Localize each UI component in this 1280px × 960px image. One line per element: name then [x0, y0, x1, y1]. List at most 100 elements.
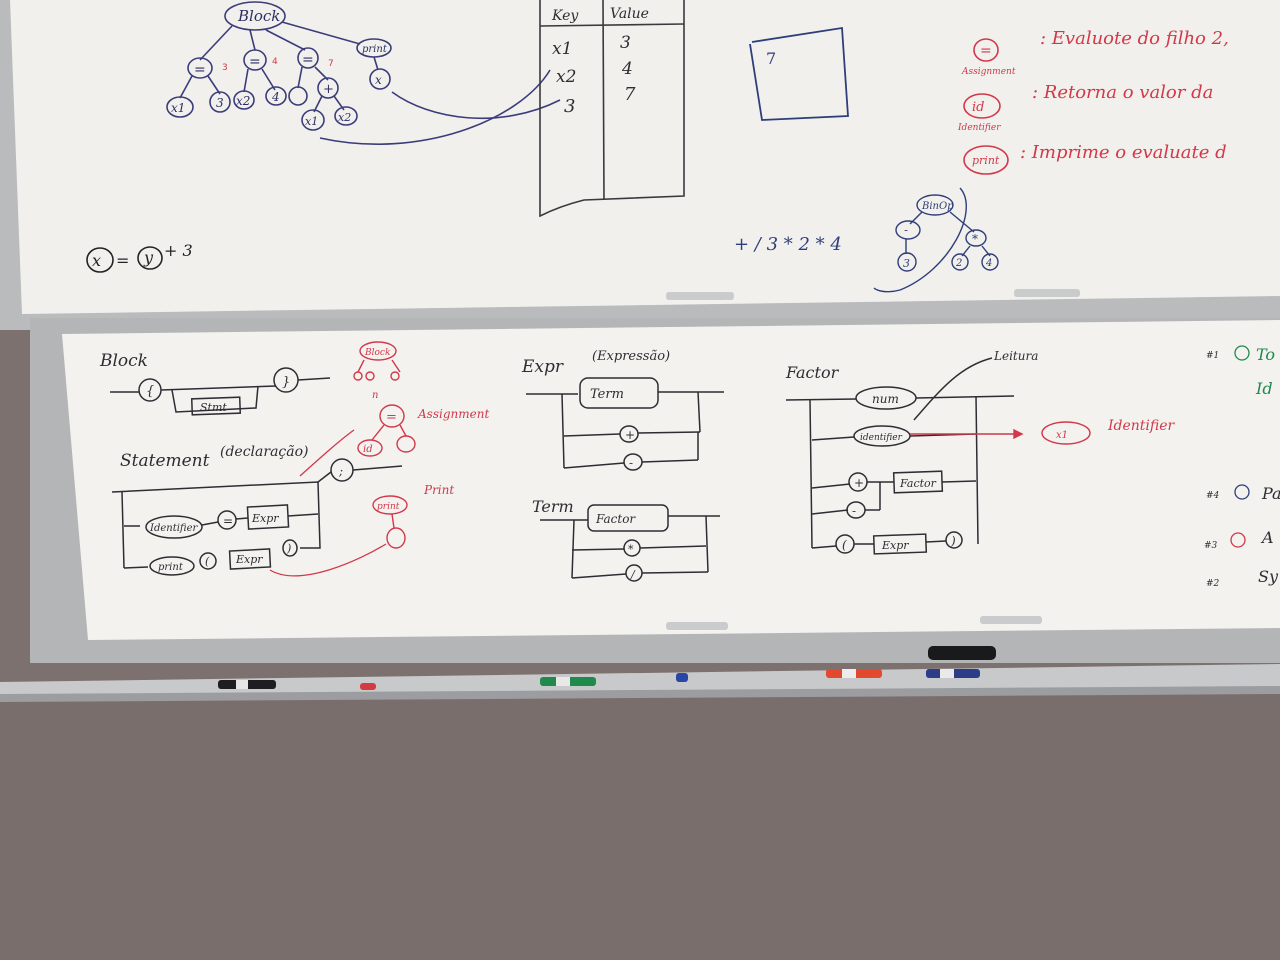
binop-minus: -	[904, 223, 908, 237]
assign-tree-id: id	[363, 444, 373, 455]
lower-board-handle-left	[666, 622, 728, 630]
expr-note: (Expressão)	[592, 349, 670, 364]
legend-caption-assign: Assignment	[961, 67, 1016, 77]
right-edge-text-4: A	[1260, 528, 1274, 547]
statement-expr-a: Expr	[251, 512, 279, 525]
marker-black[interactable]	[218, 680, 276, 689]
assign-tree-block: Block	[364, 348, 390, 358]
table-header-key: Key	[551, 8, 579, 24]
expr-title: Expr	[521, 357, 564, 377]
right-edge-num-4: #3	[1204, 541, 1218, 551]
prefix-expression: + / 3 * 2 * 4	[734, 234, 842, 255]
table-value-2: 4	[621, 59, 633, 79]
marker-blue[interactable]	[926, 669, 980, 678]
statement-rparen: )	[286, 542, 291, 555]
equation-left: x	[92, 251, 101, 270]
table-value-1: 3	[620, 33, 631, 53]
marker-orange[interactable]	[826, 669, 882, 678]
statement-lparen: (	[205, 555, 210, 568]
binop-times: *	[972, 232, 978, 246]
tree-root-label: Block	[237, 7, 280, 25]
binop-tree: BinOp - * 3 2 4	[873, 187, 999, 293]
marker-blue-cap[interactable]	[676, 673, 688, 682]
print-tree: print Print	[372, 483, 454, 549]
eraser[interactable]	[928, 646, 996, 660]
lower-board	[30, 318, 1280, 663]
equation-equals: =	[116, 251, 129, 270]
factor-diagram: Factor num identifier + - Factor ( Expr …	[785, 349, 1038, 555]
statement-identifier: Identifier	[149, 523, 199, 534]
marker-red-cap[interactable]	[360, 683, 376, 690]
factor-num: num	[872, 392, 899, 406]
tree-side-number-4: 4	[272, 57, 278, 67]
node-legend: = Assignment : Evaluote do filho 2, id I…	[957, 28, 1229, 175]
tree-side-number-7: 7	[328, 59, 334, 69]
equation-rest: + 3	[164, 241, 193, 260]
legend-caption-id: Identifier	[957, 123, 1001, 133]
expr-diagram: Expr (Expressão) Term + -	[521, 349, 724, 471]
term-factor: Factor	[595, 512, 636, 526]
factor-red-annotation: x1 Identifier	[910, 418, 1176, 445]
symbol-table-text: Key Value x1 3 x2 4 3 7	[551, 6, 649, 117]
block-title: Block	[99, 351, 148, 371]
right-edge-text-3: Pa	[1261, 484, 1280, 503]
lower-board-handle-right	[980, 616, 1042, 624]
statement-title: Statement	[120, 451, 210, 471]
right-edge-text-2: Id	[1255, 379, 1273, 398]
lower-board-surface	[62, 320, 1280, 640]
symbol-table	[539, 0, 685, 218]
legend-text-id: : Retorna o valor da	[1032, 82, 1213, 103]
right-edge-list: #1 To Id #4 Pa #3 A #2 Sy	[1204, 345, 1280, 589]
tray-lip	[0, 686, 1280, 702]
marker-green[interactable]	[540, 677, 596, 686]
statement-red-curve-2	[299, 429, 355, 477]
assign-tree-assign: =	[386, 410, 397, 425]
tree-leaf-x1-a: x1	[171, 101, 185, 115]
marker-tray	[0, 646, 1280, 702]
legend-text-print: : Imprime o evaluate d	[1020, 142, 1227, 163]
table-key-2: x2	[556, 67, 576, 87]
binop-leaf-4: 4	[985, 258, 992, 269]
factor-title: Factor	[785, 363, 840, 382]
factor-expr: Expr	[881, 539, 909, 552]
block-stmt: Stmt	[200, 401, 227, 414]
tree-arrow-from-print	[391, 91, 561, 120]
statement-assign: =	[223, 514, 233, 528]
print-tree-node: print	[377, 502, 400, 512]
upper-board	[0, 0, 1280, 330]
factor-identifier: identifier	[860, 433, 903, 443]
expr-plus: +	[625, 428, 635, 442]
factor-leitura: Leitura	[993, 349, 1038, 363]
statement-note: (declaração)	[220, 444, 309, 460]
block-diagram: Block { Stmt }	[99, 351, 331, 416]
factor-factor: Factor	[899, 477, 937, 490]
table-key-1: x1	[552, 39, 572, 59]
block-close-brace: }	[282, 375, 290, 390]
assign-tree-label: Assignment	[417, 407, 489, 421]
factor-lparen: (	[842, 538, 847, 552]
upper-board-handle-right	[1014, 289, 1080, 297]
term-div: /	[630, 568, 636, 581]
expr-minus: -	[629, 456, 633, 470]
legend-text-assign: : Evaluote do filho 2,	[1040, 28, 1229, 49]
factor-plus: +	[854, 476, 864, 490]
tree-arrow-to-table	[319, 69, 551, 145]
assign-tree-n: n	[372, 390, 378, 401]
factor-x1: x1	[1056, 430, 1068, 441]
factor-rparen: )	[950, 534, 956, 548]
term-diagram: Term Factor * /	[532, 497, 720, 582]
table-key-3: 3	[564, 96, 575, 117]
tree-assign-1: =	[194, 62, 206, 78]
block-open-brace: {	[146, 384, 154, 399]
right-edge-text-5: Sy	[1258, 567, 1279, 586]
statement-expr-b: Expr	[235, 553, 263, 566]
print-tree-label: Print	[423, 483, 454, 497]
right-edge-text-1: To	[1256, 345, 1275, 364]
statement-red-curve	[269, 543, 387, 577]
table-value-3: 7	[624, 84, 636, 105]
assignment-tree: Block n = Assignment id	[353, 341, 489, 457]
tree-assign-3: =	[302, 52, 314, 68]
tree-leaf-x2-b: x2	[338, 111, 351, 124]
expr-term: Term	[590, 387, 624, 402]
